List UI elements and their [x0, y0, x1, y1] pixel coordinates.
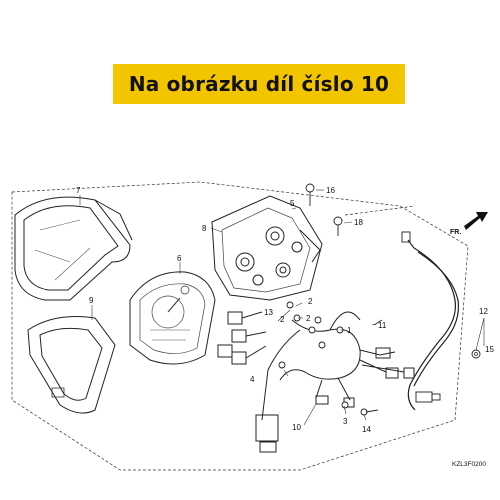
front-direction-indicator: FR.	[450, 212, 488, 236]
callout-2a: 2	[308, 297, 313, 306]
callout-5: 5	[290, 199, 295, 208]
callout-3: 3	[343, 417, 348, 426]
callout-6: 6	[177, 254, 182, 263]
meter-case-part	[211, 195, 323, 301]
meter-panel-part	[129, 271, 216, 365]
callout-2b: 2	[280, 315, 285, 324]
callout-14: 14	[362, 425, 371, 434]
socket-bulbs	[217, 311, 267, 365]
callout-11: 11	[378, 321, 387, 330]
callout-9: 9	[89, 296, 94, 305]
callout-8: 8	[202, 224, 207, 233]
callout-13: 13	[264, 308, 273, 317]
wire-harness-part	[255, 311, 415, 453]
callout-10: 10	[292, 423, 301, 432]
callout-2c: 2	[306, 314, 311, 323]
callout-4: 4	[250, 375, 255, 384]
assembly-frame	[11, 181, 469, 471]
callout-15: 15	[485, 345, 494, 354]
callout-numbers: 7 8 9 6 16 18 5 2 2 2 1 13 11 4 3 14 10 …	[76, 186, 494, 434]
drawing-code: KZL3F0200	[452, 461, 486, 468]
fasteners	[278, 183, 383, 416]
leader-lines	[79, 189, 485, 426]
callout-7: 7	[76, 186, 81, 195]
lens-frame-part	[27, 316, 116, 414]
visor-cover-part	[14, 196, 133, 301]
front-label: FR.	[450, 229, 461, 236]
callout-1: 1	[347, 326, 352, 335]
callout-18: 18	[354, 218, 363, 227]
speedometer-cable-part	[401, 231, 481, 411]
banner-text: Na obrázku díl číslo 10	[128, 72, 390, 96]
callout-16: 16	[326, 186, 335, 195]
callout-12: 12	[479, 307, 488, 316]
part-number-banner: Na obrázku díl číslo 10	[113, 64, 405, 104]
